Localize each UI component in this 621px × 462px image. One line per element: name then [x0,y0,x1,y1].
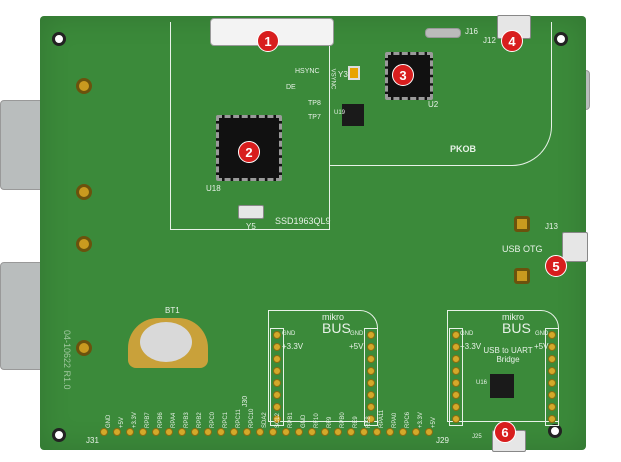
pin-label: SDA2 [262,412,268,428]
pin-label: RPA4 [171,412,177,428]
hsync-label: HSYNC [295,68,320,75]
connector-pad [76,236,92,252]
bus-logo: BUS [502,320,531,336]
callout-1: 1 [257,30,279,52]
usb-uart-title: USB to UART Bridge [483,346,533,364]
u2-label: U2 [428,100,439,109]
mikrobus-2-left-header [449,328,463,426]
pin-label: RE9 [353,416,359,428]
connector-pad [76,184,92,200]
pin-label: RPC11 [236,409,242,428]
pin-label: RPB7 [145,412,151,428]
pin-label: RPB3 [184,412,190,428]
mikrobus-1-left-header [270,328,284,426]
pin-label: SCL2 [275,412,281,428]
y5-label: Y5 [246,222,256,231]
mikro-logo: mikro [502,312,524,322]
pin-label: RF9 [327,416,333,428]
tp8-label: TP8 [308,100,321,107]
pin-label: RPB0 [340,412,346,428]
otg-pad [514,268,530,284]
u19-chip [342,104,364,126]
crystal-y5 [238,205,264,219]
j16-label: J16 [465,27,478,36]
mounting-hole [554,32,568,46]
pin-label: +3.3V [132,412,138,428]
pin-label: RPB2 [197,412,203,428]
callout-5: 5 [545,255,567,277]
pkob-section [330,22,552,166]
pin-label: RPC1 [223,411,229,428]
pin-label: GND [106,414,112,428]
callout-3: 3 [392,64,414,86]
left-connector-top [0,100,46,190]
mounting-hole [52,428,66,442]
display-section [170,22,330,230]
tp7-label: TP7 [308,114,321,121]
pin-label: RF10 [314,413,320,428]
battery-contact [140,322,192,362]
pin-label: RE8 [366,416,372,428]
connector-pad [76,78,92,94]
gnd-label: GND [282,331,296,337]
uart-chip [490,374,514,398]
callout-2: 2 [238,141,260,163]
pin-label: RPA11 [379,409,385,428]
left-connector-bottom [0,262,46,370]
j16-header [425,28,461,38]
pin-label: +5V [119,417,125,428]
j13-label: J13 [545,222,558,231]
pin-label: RPC0 [210,411,216,428]
mikrobus-2-right-header [545,328,559,426]
bottom-pin-labels: GND +5V +3.3V RPB7 RPB6 RPA4 RPB3 RPB2 RPC0 RPC1 R… [104,380,444,428]
v33-label: +3.3V [282,342,304,351]
pin-label: +3.3V [418,412,424,428]
crystal-y3 [348,66,360,80]
usb-otg-port[interactable] [562,232,588,262]
bt1-label: BT1 [165,306,180,315]
pin-label: +5V [431,417,437,428]
j25-label: J25 [472,434,482,440]
de-label: DE [286,84,296,91]
pin-label: RPB1 [288,412,294,428]
u18-label: U18 [206,184,221,193]
mikrobus-1-right-header [364,328,378,426]
pin-label: RPC10 [249,408,255,428]
v33-label: +3.3V [460,342,482,351]
gnd-label: GND [460,331,474,337]
mikro-logo: mikro [322,312,344,322]
connector-pad [76,340,92,356]
v5-label: +5V [534,342,549,351]
pin-label: GND [301,414,307,428]
v5-label: +5V [349,342,364,351]
callout-4: 4 [501,30,523,52]
y3-label: Y3 [338,70,348,79]
j29-label: J29 [436,436,449,445]
gnd-label: GND [535,331,549,337]
pin-label: RPC6 [405,411,411,428]
usb-otg-label: USB OTG [502,244,543,254]
mounting-hole [548,424,562,438]
pkob-label: PKOB [450,144,477,154]
pin-label: RPB6 [158,412,164,428]
bus-logo: BUS [322,320,351,336]
gnd-label: GND [350,331,364,337]
bottom-pin-header [100,428,433,436]
j12-label: J12 [483,36,496,45]
pin-label: RPA0 [392,412,398,428]
j31-label: J31 [86,436,99,445]
otg-pad [514,216,530,232]
j30-label: J30 [242,395,250,408]
controller-label: SSD1963QL9 [275,216,331,226]
mounting-hole [52,32,66,46]
callout-6: 6 [494,421,516,443]
board-id: 04-10622 R1.0 [62,330,72,390]
u19-label: U19 [334,110,346,116]
u16-label: U16 [476,380,488,386]
